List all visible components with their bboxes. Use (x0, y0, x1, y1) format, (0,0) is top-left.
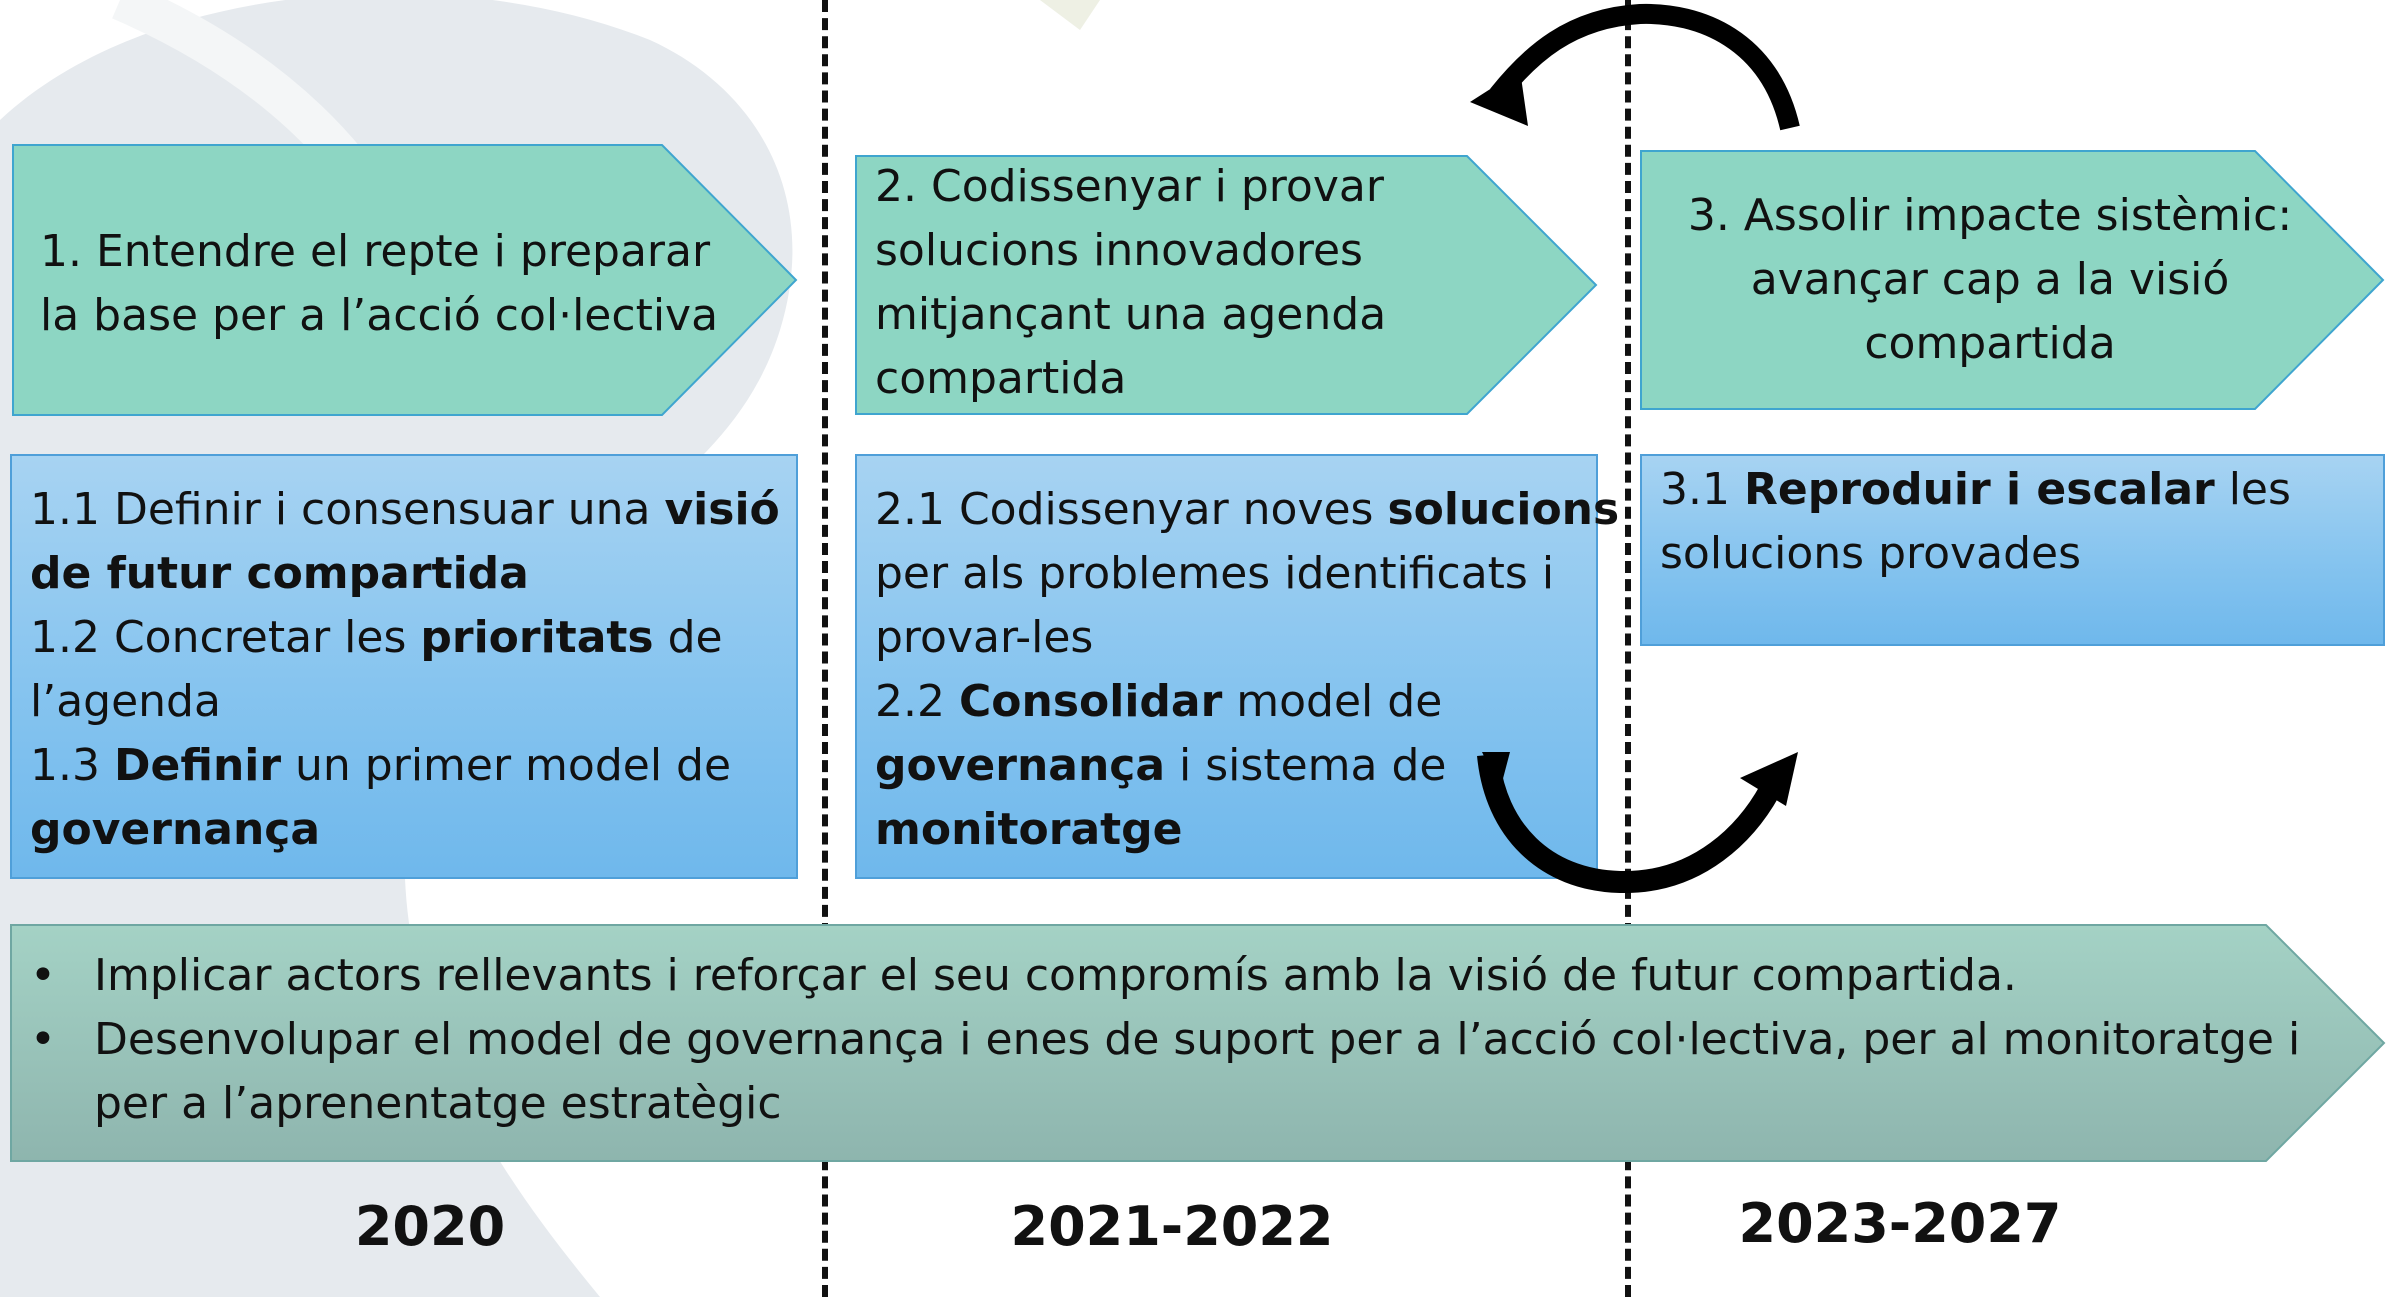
detail-box-2: 2.1 Codissenyar noves solucions per als … (855, 454, 1620, 879)
box-1-line: 1.3 Definir un primer model de (30, 740, 732, 791)
year-2023-2027: 2023-2027 (1738, 1192, 2062, 1255)
stage-1-line-2: la base per a l’acció col·lectiva (40, 290, 719, 341)
box-2-line: monitoratge (875, 804, 1183, 855)
box-1-line: 1.2 Concretar les prioritats de (30, 612, 723, 663)
stage-3-line-3: compartida (1864, 318, 2116, 369)
cross-cutting-item: • Implicar actors rellevants i reforçar … (30, 944, 2280, 1008)
stage-3-arrow: 3. Assolir impacte sistèmic: avançar cap… (1640, 150, 2385, 410)
bullet-line: Desenvolupar el model de governança i en… (94, 1014, 2301, 1065)
year-2020: 2020 (354, 1195, 506, 1258)
stage-3-line-1: 3. Assolir impacte sistèmic: (1687, 190, 2293, 241)
box-1-line: de futur compartida (30, 548, 529, 599)
bullet-line: Implicar actors rellevants i reforçar el… (94, 950, 2017, 1001)
box-3-line: 3.1 Reproduir i escalar les (1660, 464, 2291, 515)
box-1-line: governança (30, 804, 321, 855)
stage-2-line-3: mitjançant una agenda (875, 289, 1387, 340)
divider-2022-2023 (1625, 0, 1631, 1297)
cross-cutting-list: • Implicar actors rellevants i reforçar … (30, 944, 2301, 1136)
stage-2-line-1: 2. Codissenyar i provar (875, 161, 1384, 212)
cross-cutting-item: • Desenvolupar el model de governança i … (30, 1008, 2301, 1136)
bullet-line: per a l’aprenentatge estratègic (94, 1078, 782, 1129)
box-2-line: 2.2 Consolidar model de (875, 676, 1443, 727)
stage-2-line-2: solucions innovadores (875, 225, 1363, 276)
bullet-marker: • (30, 1014, 56, 1065)
stage-2-arrow: 2. Codissenyar i provar solucions innova… (855, 155, 1598, 415)
detail-box-1: 1.1 Definir i consensuar una visió de fu… (10, 454, 798, 879)
box-2-line: provar-les (875, 612, 1094, 663)
box-1-line: 1.1 Definir i consensuar una visió (30, 484, 780, 535)
box-1-line: l’agenda (30, 676, 221, 727)
year-2021-2022: 2021-2022 (1010, 1195, 1334, 1258)
stage-1-line-1: 1. Entendre el repte i preparar (40, 226, 711, 277)
cross-cutting-arrow (10, 924, 2386, 1162)
stage-1-arrow: 1. Entendre el repte i preparar la base … (12, 144, 798, 416)
box-2-line: per als problemes identificats i (875, 548, 1555, 599)
detail-box-3: 3.1 Reproduir i escalar les solucions pr… (1640, 454, 2385, 646)
divider-2020-2021 (822, 0, 828, 1297)
bullet-marker: • (30, 950, 56, 1001)
box-3-line: solucions provades (1660, 528, 2081, 579)
box-2-line: 2.1 Codissenyar noves solucions (875, 484, 1620, 535)
stage-2-line-4: compartida (875, 353, 1127, 404)
stage-3-line-2: avançar cap a la visió (1750, 254, 2230, 305)
box-2-line: governança i sistema de (875, 740, 1447, 791)
